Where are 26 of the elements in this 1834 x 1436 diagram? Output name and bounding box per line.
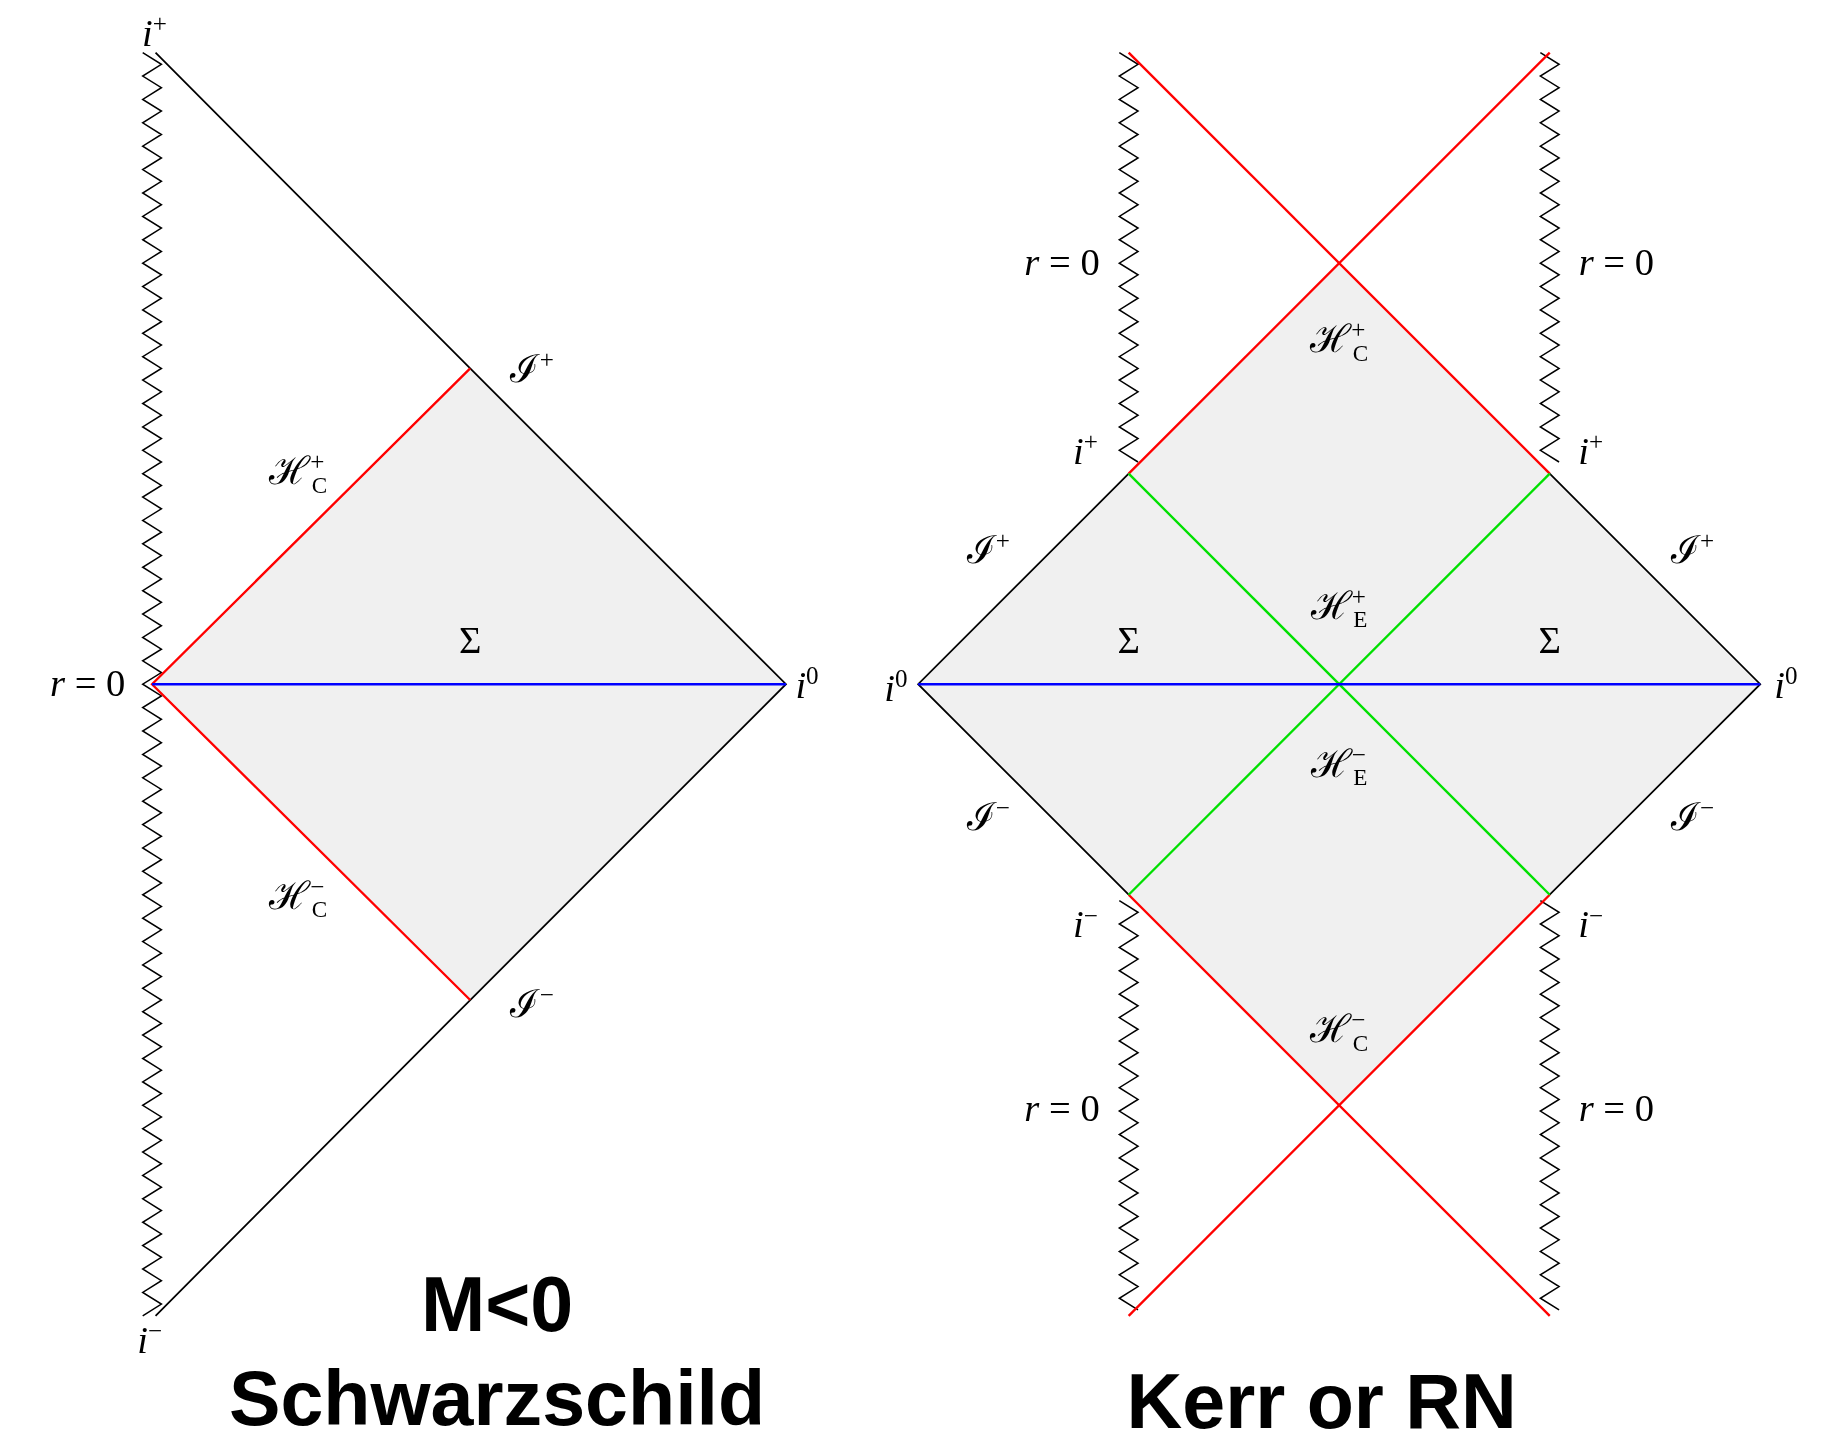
point-label: i$^{−}$ xyxy=(1578,903,1604,945)
infinity-label: ℐ$^{−}$ xyxy=(1670,796,1715,837)
singularity-label: r = 0 xyxy=(1578,1089,1655,1129)
point-label: i$^{0}$ xyxy=(1774,663,1798,705)
infinity-label: ℐ$^{+}$ xyxy=(510,348,554,389)
diagram-caption: M<0 xyxy=(420,1265,574,1343)
singularity-label: r = 0 xyxy=(1578,243,1655,283)
point-label: i$^{+}$ xyxy=(141,12,167,54)
point-label: i$^{−}$ xyxy=(137,1318,163,1360)
point-label: i$^{+}$ xyxy=(1072,429,1098,471)
singularity-label: r = 0 xyxy=(1024,243,1100,283)
point-label: i$^{0}$ xyxy=(884,667,908,709)
point-label: i$^{−}$ xyxy=(1072,903,1098,945)
diagram-caption: Kerr or RN xyxy=(1126,1362,1517,1436)
diagram-caption: Schwarzschild xyxy=(228,1359,766,1436)
point-label: i$^{+}$ xyxy=(1578,429,1604,471)
singularity-label: r = 0 xyxy=(1024,1089,1100,1129)
infinity-label: ℐ$^{+}$ xyxy=(1670,529,1715,571)
infinity-label: ℐ$^{−}$ xyxy=(510,983,554,1024)
infinity-label: ℐ$^{−}$ xyxy=(966,796,1010,837)
surface-label: Σ xyxy=(1117,621,1140,661)
point-label: i$^{0}$ xyxy=(795,663,819,705)
infinity-label: ℐ$^{+}$ xyxy=(966,529,1010,571)
surface-label: Σ xyxy=(458,621,482,661)
surface-label: Σ xyxy=(1538,621,1561,661)
singularity-label: r = 0 xyxy=(50,664,126,704)
